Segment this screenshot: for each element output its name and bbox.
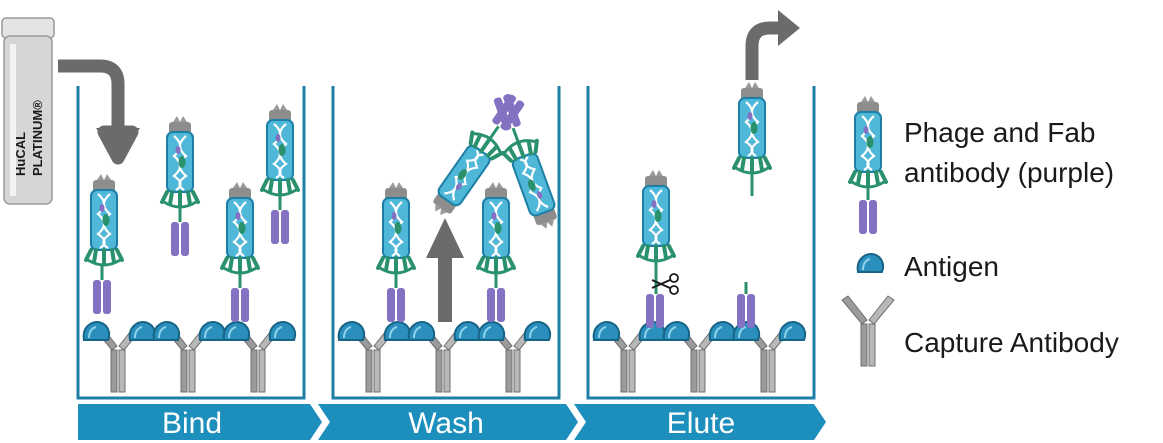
step-label-bind: Bind [162,407,222,440]
well-bind [76,86,306,400]
elute-out-arrow-icon [745,10,800,80]
pour-arrowhead-icon [96,128,140,160]
legend-phage-line1: Phage and Fab [904,117,1096,148]
phage-eluted [732,80,772,196]
tube-label-line2: PLATINUM® [30,100,45,176]
wash-up-arrow-icon [426,218,464,322]
legend-capture-icon [841,295,895,367]
capture-layer-elute [592,321,807,393]
step-banner-bind: Bind [78,404,322,440]
legend-phage-line2: antibody (purple) [904,157,1114,188]
step-label-wash: Wash [408,407,484,440]
well-wash [331,86,561,400]
step-label-elute: Elute [667,407,735,440]
scissors-icon [651,273,679,295]
legend-phage-icon [848,94,888,236]
step-banner-wash: Wash [318,404,578,440]
capture-layer-bind [82,321,297,393]
phage-bind-4 [260,102,300,246]
phage-wash-bound-1 [376,180,416,324]
tube-label-line1: HuCAL [13,132,28,176]
phage-wash-bound-2 [476,180,516,324]
phage-bind-2 [160,114,200,258]
elute-remaining-fab [737,282,755,328]
legend: Phage and Fab antibody (purple) Antigen … [841,94,1119,367]
legend-antigen-icon [856,253,885,273]
well-elute [586,86,816,400]
legend-capture-label: Capture Antibody [904,327,1119,358]
hucal-platinum-tube: HuCAL PLATINUM® [1,17,55,205]
capture-layer-wash [337,321,552,393]
phage-bind-1 [84,172,124,316]
phage-bind-3 [220,180,260,324]
phage-elute-bound [636,168,676,328]
step-banner-elute: Elute [574,404,826,440]
legend-antigen-label: Antigen [904,251,999,282]
